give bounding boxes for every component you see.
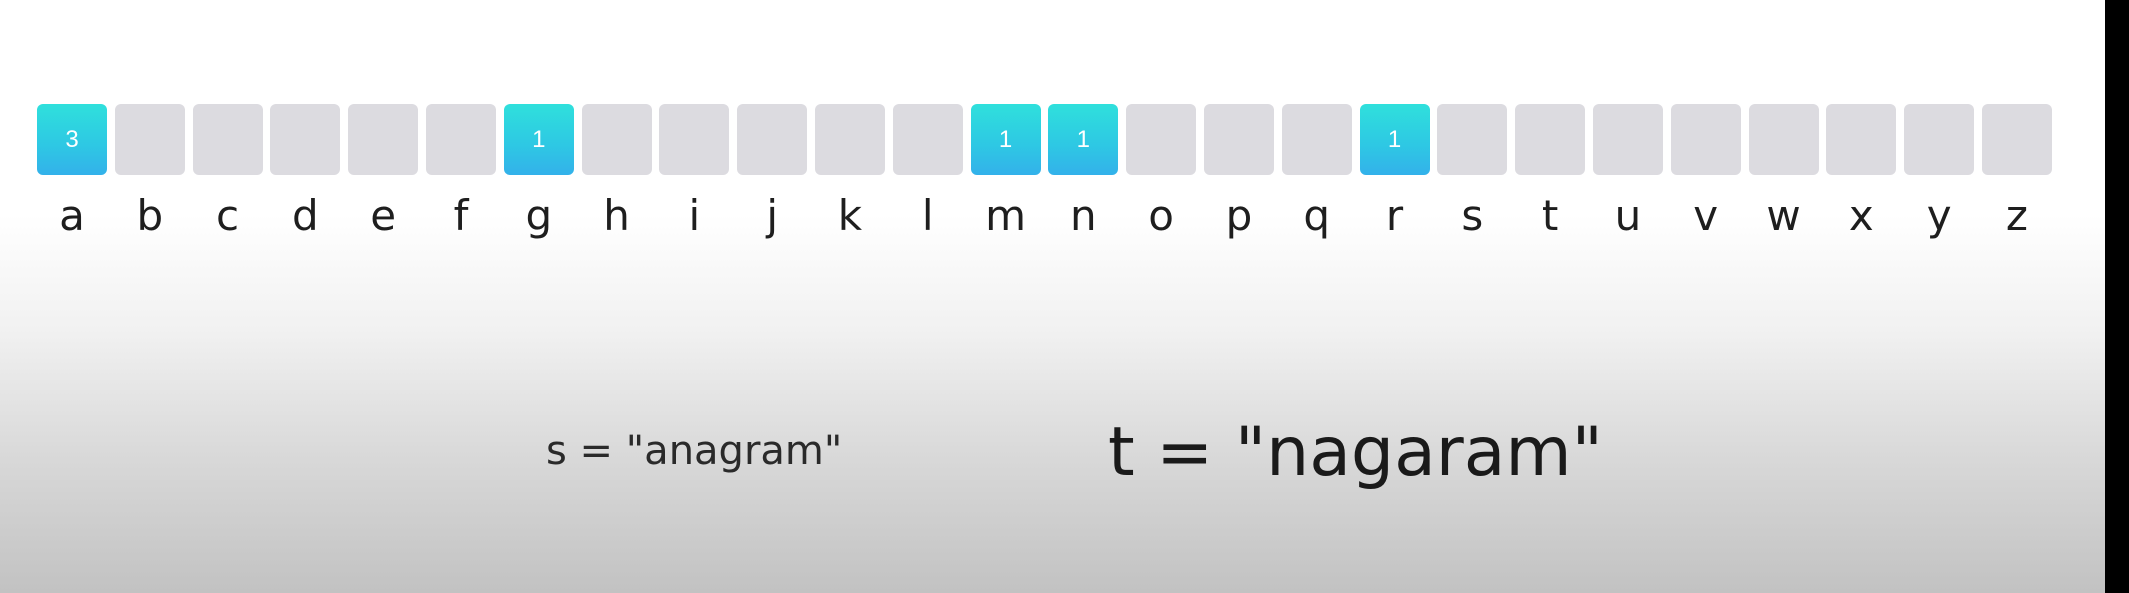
count-cell-f [425, 104, 496, 175]
count-cell-u [1592, 104, 1663, 175]
letter-label-p: p [1225, 191, 1253, 240]
letter-label-g: g [525, 191, 553, 240]
count-cell-h [581, 104, 652, 175]
count-cell-g: 1 [503, 104, 574, 175]
count-cell-s [1437, 104, 1508, 175]
letter-label-b: b [136, 191, 164, 240]
string-s-expression: s = "anagram" [546, 428, 843, 474]
count-cell-p [1203, 104, 1274, 175]
count-cell-x [1826, 104, 1897, 175]
count-cell-m: 1 [970, 104, 1041, 175]
count-cell-i [659, 104, 730, 175]
letter-label-o: o [1148, 191, 1174, 240]
count-cell-n: 1 [1048, 104, 1119, 175]
count-cell-o [1126, 104, 1197, 175]
letter-label-n: n [1070, 191, 1097, 240]
count-cell-k [814, 104, 885, 175]
letter-label-x: x [1848, 191, 1874, 240]
letter-label-f: f [453, 191, 469, 240]
letter-label-c: c [216, 191, 240, 240]
count-cell-q [1281, 104, 1352, 175]
letter-label-h: h [603, 191, 630, 240]
count-cell-z [1981, 104, 2052, 175]
right-edge-bar [2105, 0, 2129, 593]
letter-label-i: i [688, 191, 701, 240]
letter-label-k: k [837, 191, 863, 240]
count-cell-w [1748, 104, 1819, 175]
letter-label-z: z [2005, 191, 2028, 240]
count-cell-v [1670, 104, 1741, 175]
count-cell-l [892, 104, 963, 175]
letter-label-e: e [370, 191, 397, 240]
letter-label-j: j [766, 191, 778, 240]
count-cell-r: 1 [1359, 104, 1430, 175]
count-cell-c [192, 104, 263, 175]
count-cell-y [1904, 104, 1975, 175]
count-cell-d [270, 104, 341, 175]
letter-label-l: l [921, 191, 934, 240]
string-t-expression: t = "nagaram" [1108, 413, 1603, 492]
letter-label-r: r [1385, 191, 1404, 240]
count-cell-b [114, 104, 185, 175]
letter-label-u: u [1614, 191, 1642, 240]
letter-label-t: t [1541, 191, 1559, 240]
letter-label-d: d [292, 191, 319, 240]
count-cell-e [348, 104, 419, 175]
letter-label-v: v [1693, 191, 1719, 240]
letter-label-w: w [1766, 191, 1801, 240]
count-cell-j [737, 104, 808, 175]
letter-label-s: s [1461, 191, 1484, 240]
letter-label-a: a [59, 191, 85, 240]
count-cell-t [1515, 104, 1586, 175]
count-cell-a: 3 [37, 104, 107, 175]
letter-label-q: q [1303, 191, 1331, 240]
letter-label-m: m [985, 191, 1027, 240]
letter-label-y: y [1926, 191, 1952, 240]
